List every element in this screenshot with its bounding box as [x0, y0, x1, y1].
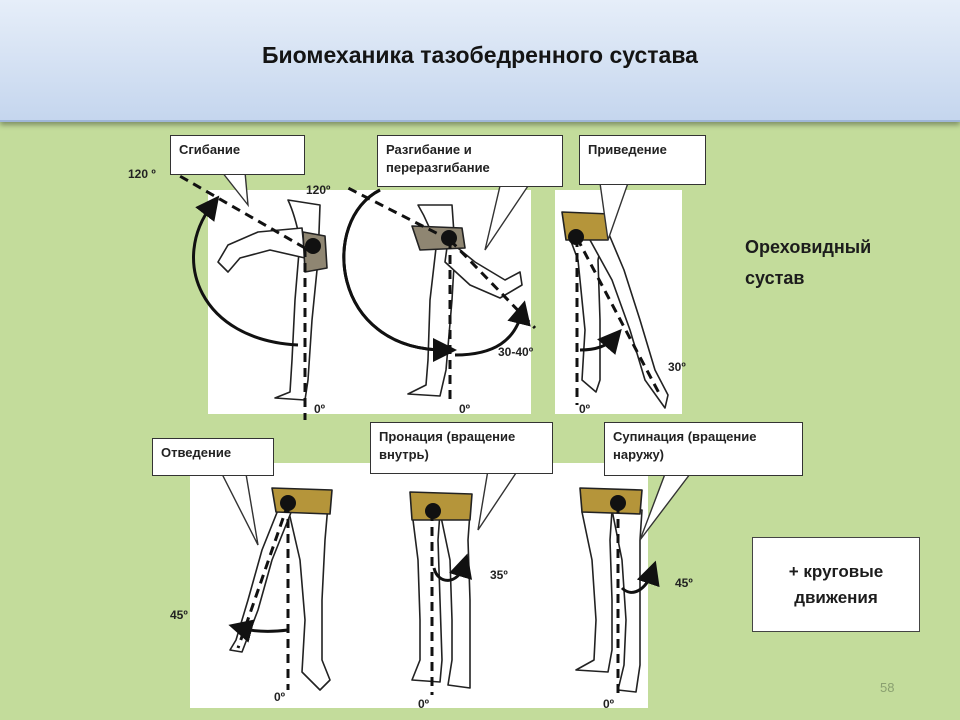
callout-abduction: Отведение	[152, 438, 274, 476]
joint-type-text: Ореховидный сустав	[745, 237, 872, 288]
leg-figure-adduction	[561, 211, 669, 409]
angle-extension-flex-label: 120º	[306, 183, 331, 197]
zero-supination-label: 0º	[603, 697, 615, 711]
callout-abduction-text: Отведение	[161, 445, 232, 460]
circular-movements-box: + круговые движения	[752, 537, 920, 632]
leg-figure-extension	[407, 204, 523, 397]
leg-figure-supination	[575, 487, 643, 693]
callout-supination-text: Супинация (вращение наружу)	[613, 429, 757, 462]
callout-extension: Разгибание и переразгибание	[377, 135, 563, 187]
callout-pronation: Пронация (вращение внутрь)	[370, 422, 553, 474]
zero-flexion-label: 0º	[314, 402, 326, 416]
angle-flexion-label: 120 º	[128, 167, 156, 181]
angle-pronation-label: 35º	[490, 568, 508, 582]
page-number: 58	[880, 680, 895, 695]
callout-flexion-text: Сгибание	[179, 142, 241, 157]
callout-adduction-text: Приведение	[588, 142, 667, 157]
zero-pronation-label: 0º	[418, 697, 430, 711]
zero-extension-label: 0º	[459, 402, 471, 416]
callout-extension-text: Разгибание и переразгибание	[386, 142, 490, 175]
circular-movements-text: + круговые движения	[788, 561, 884, 607]
angle-supination-label: 45º	[675, 576, 693, 590]
callout-adduction: Приведение	[579, 135, 706, 185]
angle-hyperextension-label: 30-40º	[498, 345, 534, 359]
callout-supination: Супинация (вращение наружу)	[604, 422, 803, 476]
panel-flexion-extension	[208, 190, 531, 414]
callout-flexion: Сгибание	[170, 135, 305, 175]
zero-abduction-label: 0º	[274, 690, 286, 704]
page-title: Биомеханика тазобедренного сустава	[262, 42, 698, 68]
angle-abduction-label: 45º	[170, 608, 188, 622]
leg-figure-pronation	[409, 491, 473, 689]
zero-adduction-label: 0º	[579, 402, 591, 416]
callout-pronation-text: Пронация (вращение внутрь)	[379, 429, 516, 462]
title-banner: Биомеханика тазобедренного сустава	[0, 0, 960, 122]
angle-adduction-label: 30º	[668, 360, 686, 374]
